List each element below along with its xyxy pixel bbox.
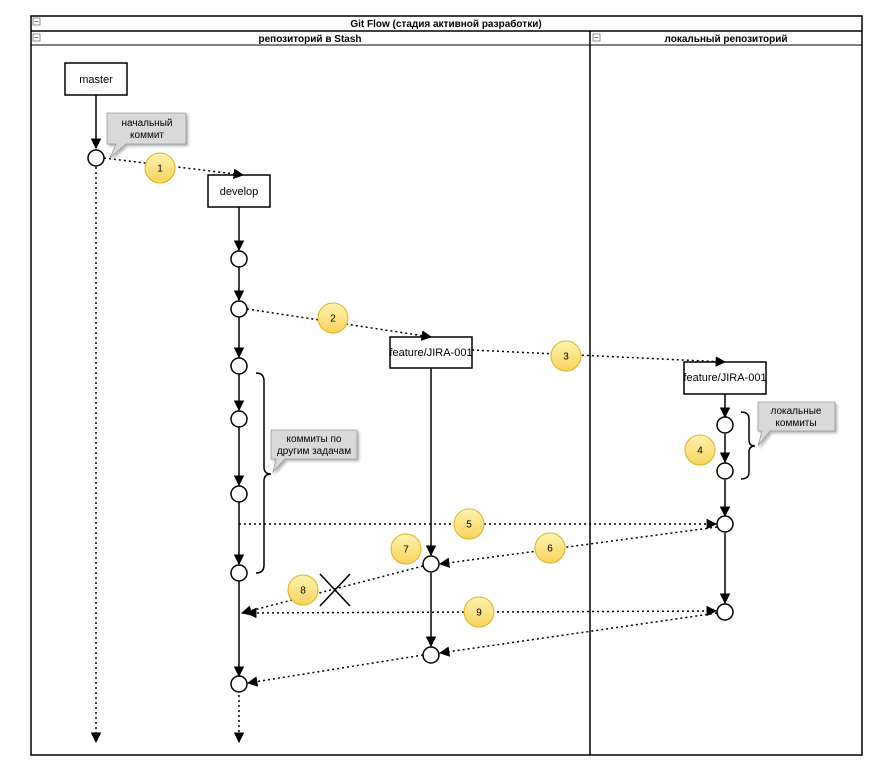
svg-text:4: 4: [697, 446, 703, 457]
step-badge-7: 7: [390, 533, 422, 565]
note-other-tasks-line1: коммиты по: [287, 434, 342, 445]
commit-feature-remote-2: [422, 646, 440, 664]
svg-text:8: 8: [300, 586, 306, 597]
brace-other-tasks: [255, 372, 272, 574]
rejected-cross-icon: [319, 573, 351, 607]
branch-feature-local[interactable]: feature/JIRA-001: [683, 361, 767, 395]
step-badge-5: 5: [453, 508, 485, 540]
dotted-flows: [90, 157, 727, 744]
lane-stash-collapse-icon[interactable]: [32, 33, 41, 42]
svg-text:2: 2: [330, 314, 336, 325]
pool-collapse-icon[interactable]: [32, 17, 41, 26]
lane-title-stash: репозиторий в Stash: [258, 34, 361, 45]
commits: [87, 149, 734, 693]
note-local-commits: [757, 401, 836, 447]
svg-text:master: master: [79, 74, 113, 86]
commit-local-1: [716, 416, 734, 434]
step-badges: 1 2 3 4 5 6 7 8 9: [144, 152, 716, 628]
lane-title-local: локальный репозиторий: [665, 34, 788, 45]
svg-text:feature/JIRA-001: feature/JIRA-001: [389, 347, 472, 359]
commit-develop-merge: [230, 675, 248, 693]
commit-develop-2: [230, 300, 248, 318]
step-badge-6: 6: [534, 532, 566, 564]
commit-develop-5: [230, 485, 248, 503]
svg-text:5: 5: [466, 520, 472, 531]
step-badge-4: 4: [684, 434, 716, 466]
branch-master[interactable]: master: [64, 62, 128, 96]
svg-text:9: 9: [476, 608, 482, 619]
step-badge-3: 3: [550, 340, 582, 372]
step-badge-8: 8: [287, 574, 319, 606]
note-other-tasks: [270, 429, 358, 474]
lane-local-collapse-icon[interactable]: [592, 33, 601, 42]
note-initial-commit-line2: коммит: [130, 130, 164, 141]
svg-text:develop: develop: [220, 186, 259, 198]
pool-title: Git Flow (стадия активной разработки): [350, 18, 541, 30]
note-initial-commit-line1: начальный: [122, 118, 173, 129]
note-local-commits-line1: локальные: [771, 406, 822, 417]
svg-text:3: 3: [563, 352, 569, 363]
note-other-tasks-line2: другим задачам: [277, 446, 351, 457]
svg-text:1: 1: [157, 164, 163, 175]
branch-develop[interactable]: develop: [207, 174, 271, 208]
note-initial-commit: [106, 112, 187, 159]
svg-text:feature/JIRA-001: feature/JIRA-001: [683, 372, 766, 384]
commit-develop-6: [230, 564, 248, 582]
step-badge-2: 2: [317, 302, 349, 334]
brace-local-commits: [740, 411, 756, 480]
commit-local-3: [716, 515, 734, 533]
svg-text:6: 6: [547, 544, 553, 555]
commit-local-2: [716, 462, 734, 480]
commit-develop-1: [230, 250, 248, 268]
note-local-commits-line2: коммиты: [775, 418, 816, 429]
commit-local-4: [716, 603, 734, 621]
svg-text:7: 7: [403, 545, 409, 556]
commit-feature-remote-1: [422, 555, 440, 573]
commit-master-initial: [87, 149, 105, 167]
branch-feature-remote[interactable]: feature/JIRA-001: [389, 336, 473, 369]
step-badge-1: 1: [144, 152, 176, 184]
commit-develop-3: [230, 357, 248, 375]
step-badge-9: 9: [463, 596, 495, 628]
commit-develop-4: [230, 410, 248, 428]
